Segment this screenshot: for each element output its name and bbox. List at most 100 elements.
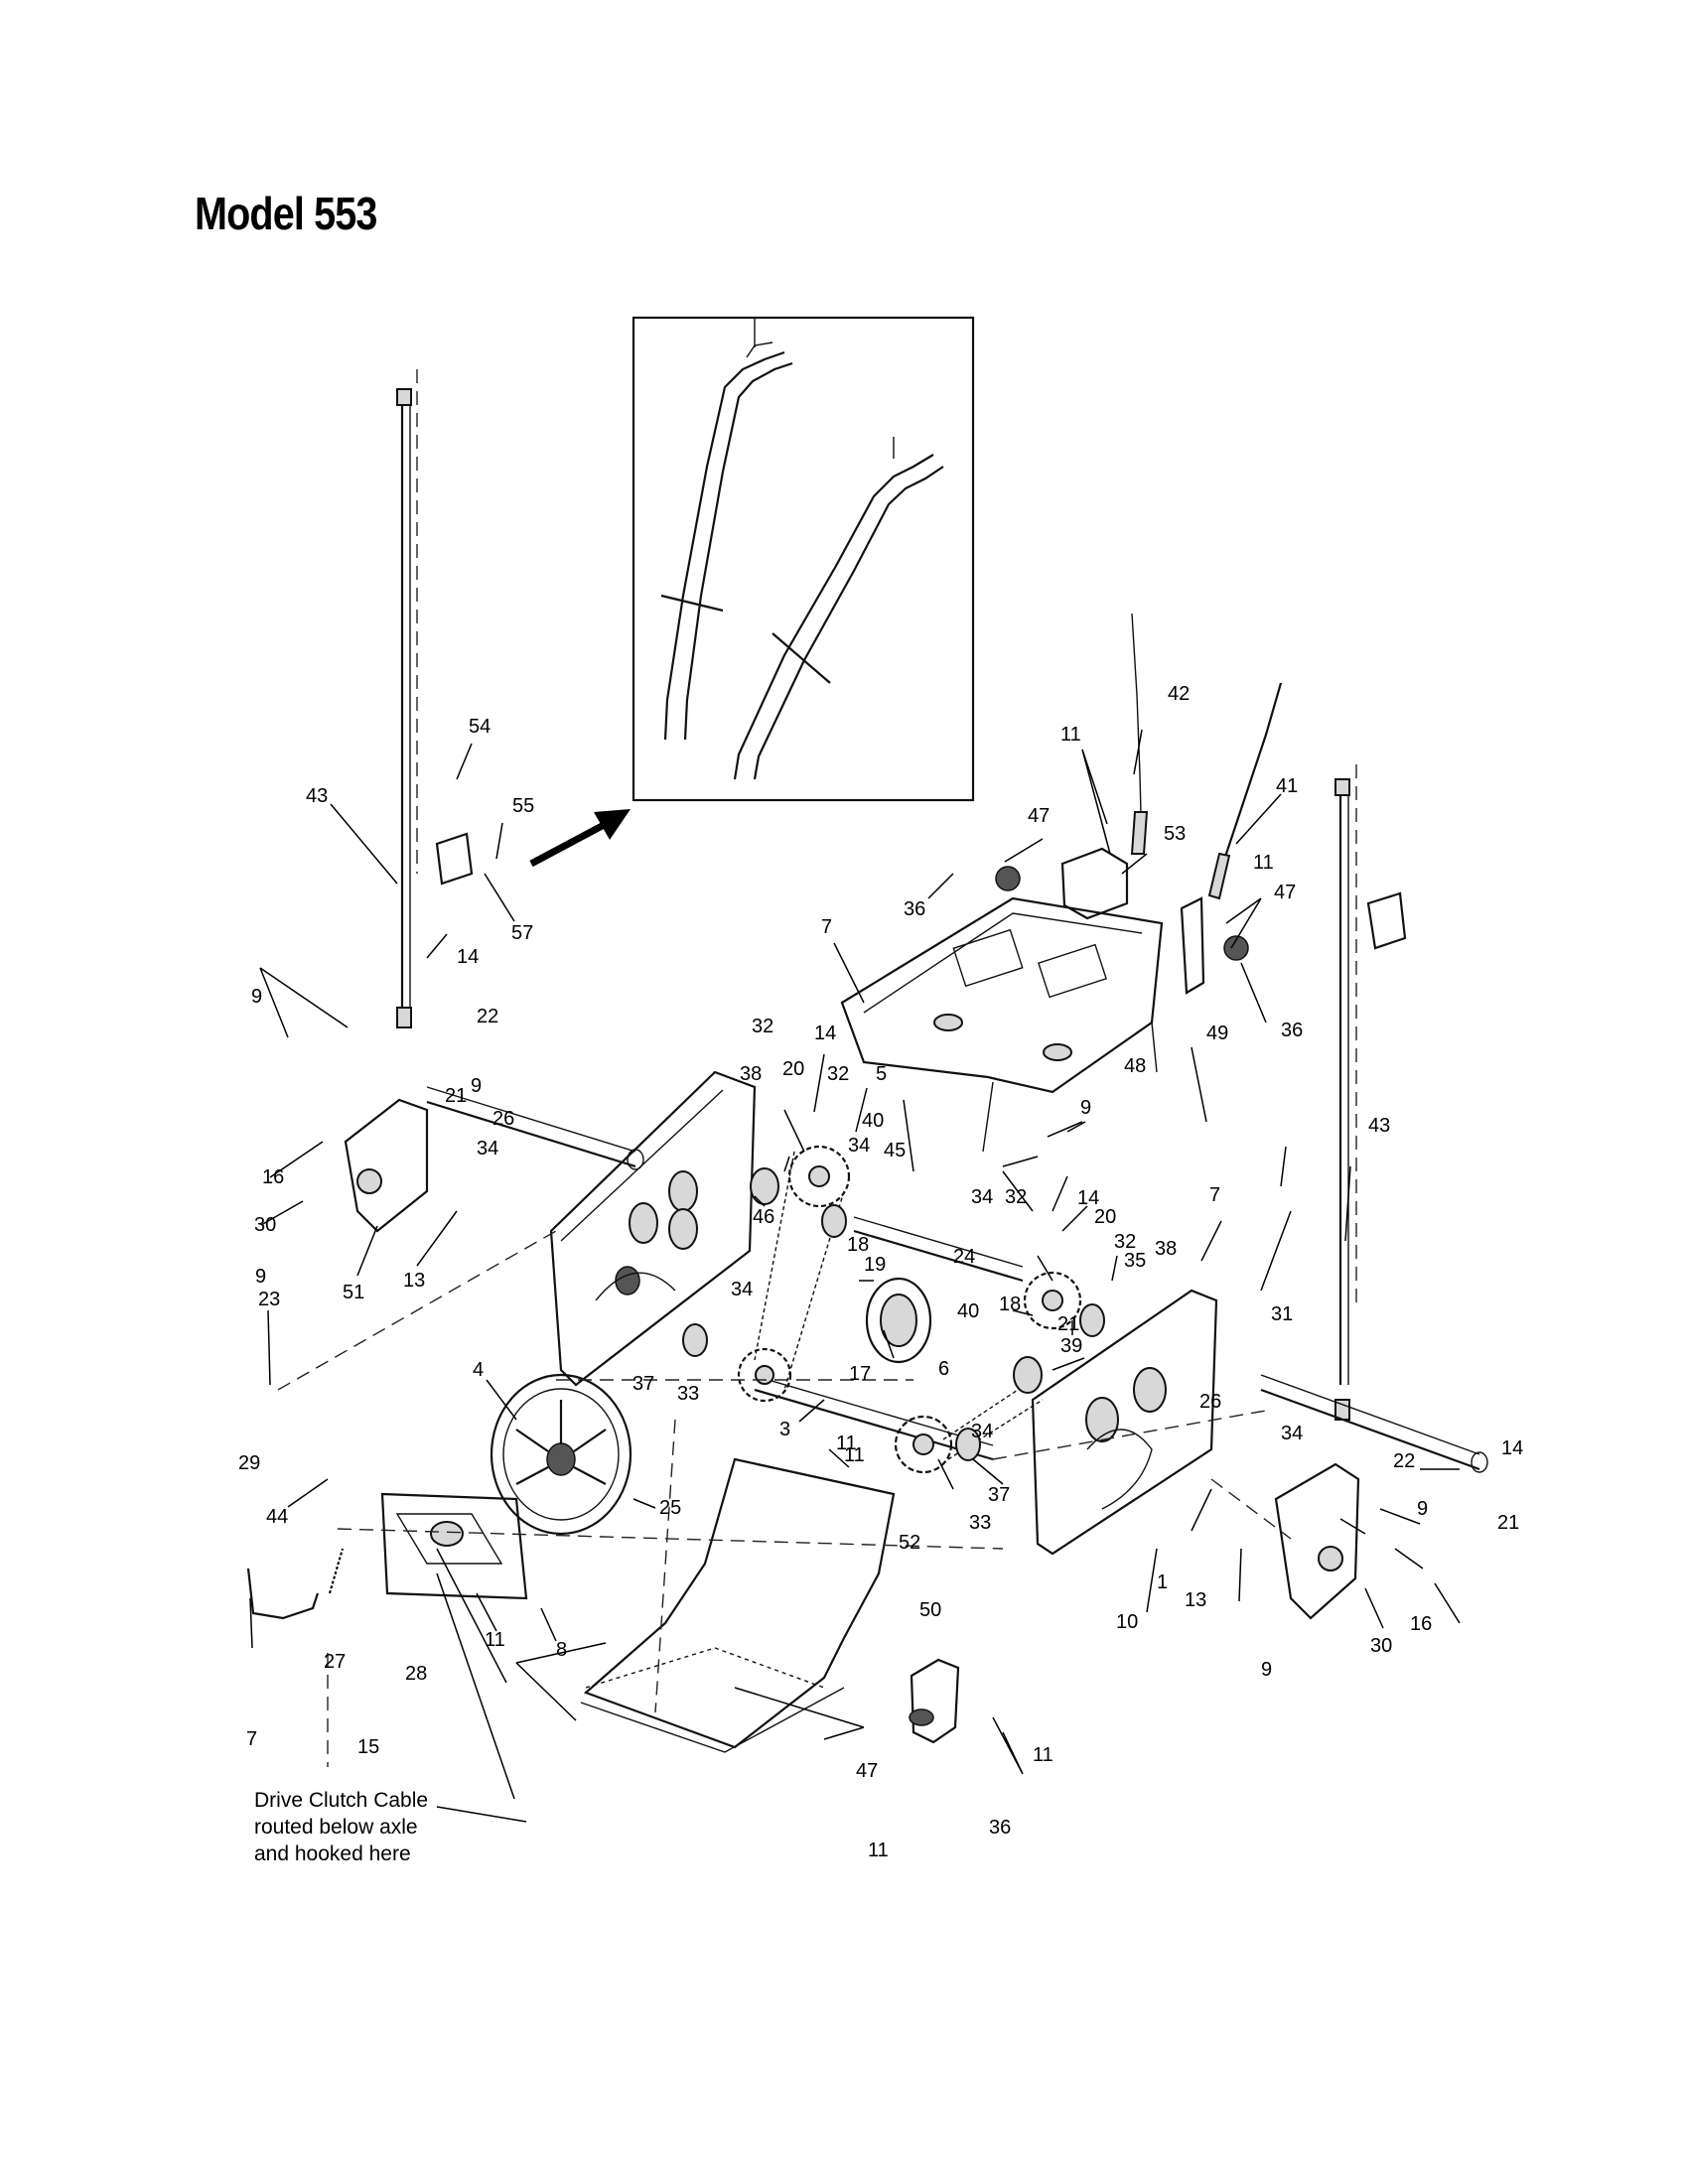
upper-handle-right bbox=[733, 454, 934, 780]
callout-34-lower-right: 34 bbox=[971, 1421, 993, 1442]
callout-34-mid: 34 bbox=[971, 1186, 993, 1208]
callout-18-upper: 18 bbox=[847, 1234, 869, 1256]
callout-52: 52 bbox=[899, 1532, 920, 1554]
callout-34-upper: 34 bbox=[848, 1135, 870, 1157]
callout-53: 53 bbox=[1164, 823, 1186, 845]
handle-inset bbox=[632, 316, 975, 802]
callout-27: 27 bbox=[324, 1651, 346, 1673]
callout-11-pan-left: 11 bbox=[485, 1629, 505, 1651]
callout-5: 5 bbox=[876, 1063, 887, 1085]
callout-22-right: 22 bbox=[1393, 1450, 1415, 1472]
left-side-plate bbox=[549, 1070, 757, 1387]
callout-47-lower: 47 bbox=[856, 1760, 878, 1782]
callout-11-pan-bottom: 11 bbox=[868, 1840, 889, 1861]
callout-34-right-housing: 34 bbox=[1281, 1423, 1303, 1444]
callout-42: 42 bbox=[1168, 683, 1190, 705]
callout-14-center: 14 bbox=[814, 1023, 836, 1044]
left-gear-housing bbox=[344, 1098, 429, 1233]
upper-handle-right-edge bbox=[753, 466, 944, 780]
callout-38-right: 38 bbox=[1155, 1238, 1177, 1260]
leader-lines bbox=[249, 729, 1461, 1823]
top-frame bbox=[840, 896, 1164, 1153]
callout-7-top-frame: 7 bbox=[821, 916, 832, 938]
callout-41: 41 bbox=[1276, 775, 1298, 797]
callout-23: 23 bbox=[258, 1289, 280, 1310]
callout-49: 49 bbox=[1206, 1023, 1228, 1044]
callout-labels: 54 43 55 57 14 22 9 21 9 26 34 16 30 9 5… bbox=[238, 683, 1523, 1861]
bracket-50 bbox=[909, 1658, 960, 1744]
callout-15: 15 bbox=[357, 1736, 379, 1758]
callout-11-bracket: 11 bbox=[1033, 1744, 1053, 1766]
callout-7-right-plate: 7 bbox=[1209, 1184, 1220, 1206]
callout-55: 55 bbox=[512, 795, 534, 817]
callout-22-left: 22 bbox=[477, 1006, 498, 1027]
callout-51: 51 bbox=[343, 1282, 364, 1303]
callout-48: 48 bbox=[1124, 1055, 1146, 1077]
drive-clutch-cable-note: Drive Clutch Cable routed below axle and… bbox=[254, 1787, 428, 1867]
callout-40-lower: 40 bbox=[957, 1300, 979, 1322]
callout-32-mid: 32 bbox=[1005, 1186, 1027, 1208]
sprocket-assembly bbox=[682, 1145, 1105, 1474]
cut-mark-left bbox=[660, 594, 724, 613]
callout-11-right-cluster: 11 bbox=[1253, 852, 1274, 874]
callout-34-left: 34 bbox=[477, 1138, 498, 1160]
callout-26-right: 26 bbox=[1199, 1391, 1221, 1413]
callout-18-lower: 18 bbox=[999, 1294, 1021, 1315]
callout-11-center: 11 bbox=[844, 1444, 865, 1466]
callout-9-mid-left: 9 bbox=[471, 1075, 482, 1097]
callout-38-left: 38 bbox=[740, 1063, 762, 1085]
callout-13-right: 13 bbox=[1185, 1589, 1206, 1611]
control-cables bbox=[1130, 613, 1283, 900]
callout-21-left: 21 bbox=[445, 1085, 467, 1107]
callout-54: 54 bbox=[469, 716, 491, 738]
callout-6: 6 bbox=[938, 1358, 949, 1380]
upper-handle-left-edge bbox=[683, 361, 793, 741]
callout-36-right: 36 bbox=[1281, 1020, 1303, 1041]
cut-mark-right bbox=[772, 632, 831, 684]
callout-20-left: 20 bbox=[782, 1058, 804, 1080]
note-line-1: Drive Clutch Cable bbox=[254, 1789, 429, 1812]
inset-arrow bbox=[529, 809, 631, 868]
callout-4: 4 bbox=[473, 1359, 484, 1381]
callout-9-top-left: 9 bbox=[251, 986, 262, 1008]
callout-16-right: 16 bbox=[1410, 1613, 1432, 1635]
callout-26-left: 26 bbox=[492, 1108, 514, 1130]
callout-43-left: 43 bbox=[306, 785, 328, 807]
callout-33-left: 33 bbox=[677, 1383, 699, 1405]
callout-9-right: 9 bbox=[1080, 1097, 1091, 1119]
callout-21-right: 21 bbox=[1497, 1512, 1519, 1534]
callout-32-upper: 32 bbox=[827, 1063, 849, 1085]
callout-32-top: 32 bbox=[752, 1016, 773, 1037]
assembly-guides bbox=[277, 1230, 1292, 1767]
cable-hook bbox=[246, 1548, 345, 1620]
callout-16-left: 16 bbox=[262, 1166, 284, 1188]
callout-36-upper: 36 bbox=[904, 898, 925, 920]
callout-8: 8 bbox=[556, 1639, 567, 1661]
callout-39: 39 bbox=[1060, 1335, 1082, 1357]
inset-frame bbox=[632, 316, 975, 802]
callout-14-far-right: 14 bbox=[1501, 1437, 1523, 1459]
callout-33-right: 33 bbox=[969, 1512, 991, 1534]
callout-1: 1 bbox=[1157, 1571, 1168, 1593]
callout-31: 31 bbox=[1271, 1303, 1293, 1325]
callout-25: 25 bbox=[659, 1497, 681, 1519]
callout-44: 44 bbox=[266, 1506, 288, 1528]
callout-14-right: 14 bbox=[1077, 1187, 1099, 1209]
callout-43-right: 43 bbox=[1368, 1115, 1390, 1137]
callout-35: 35 bbox=[1124, 1250, 1146, 1272]
callout-21-center: 21 bbox=[1057, 1313, 1079, 1335]
callout-10: 10 bbox=[1116, 1611, 1138, 1633]
right-shift-rod bbox=[1334, 764, 1357, 1421]
callout-17: 17 bbox=[849, 1363, 871, 1385]
callout-9-bottom-right: 9 bbox=[1261, 1659, 1272, 1681]
callout-40-upper: 40 bbox=[862, 1110, 884, 1132]
callout-11-sprocket: 11 bbox=[836, 1433, 857, 1454]
callout-36-bottom: 36 bbox=[989, 1817, 1011, 1839]
bottom-pan bbox=[580, 1457, 896, 1753]
callout-9-right-housing: 9 bbox=[1417, 1498, 1428, 1520]
callout-32-right: 32 bbox=[1114, 1231, 1136, 1253]
note-line-2: routed below axle bbox=[254, 1816, 418, 1839]
page-title: Model 553 bbox=[195, 188, 377, 239]
callout-13-left: 13 bbox=[403, 1270, 425, 1292]
callout-37-right: 37 bbox=[988, 1484, 1010, 1506]
